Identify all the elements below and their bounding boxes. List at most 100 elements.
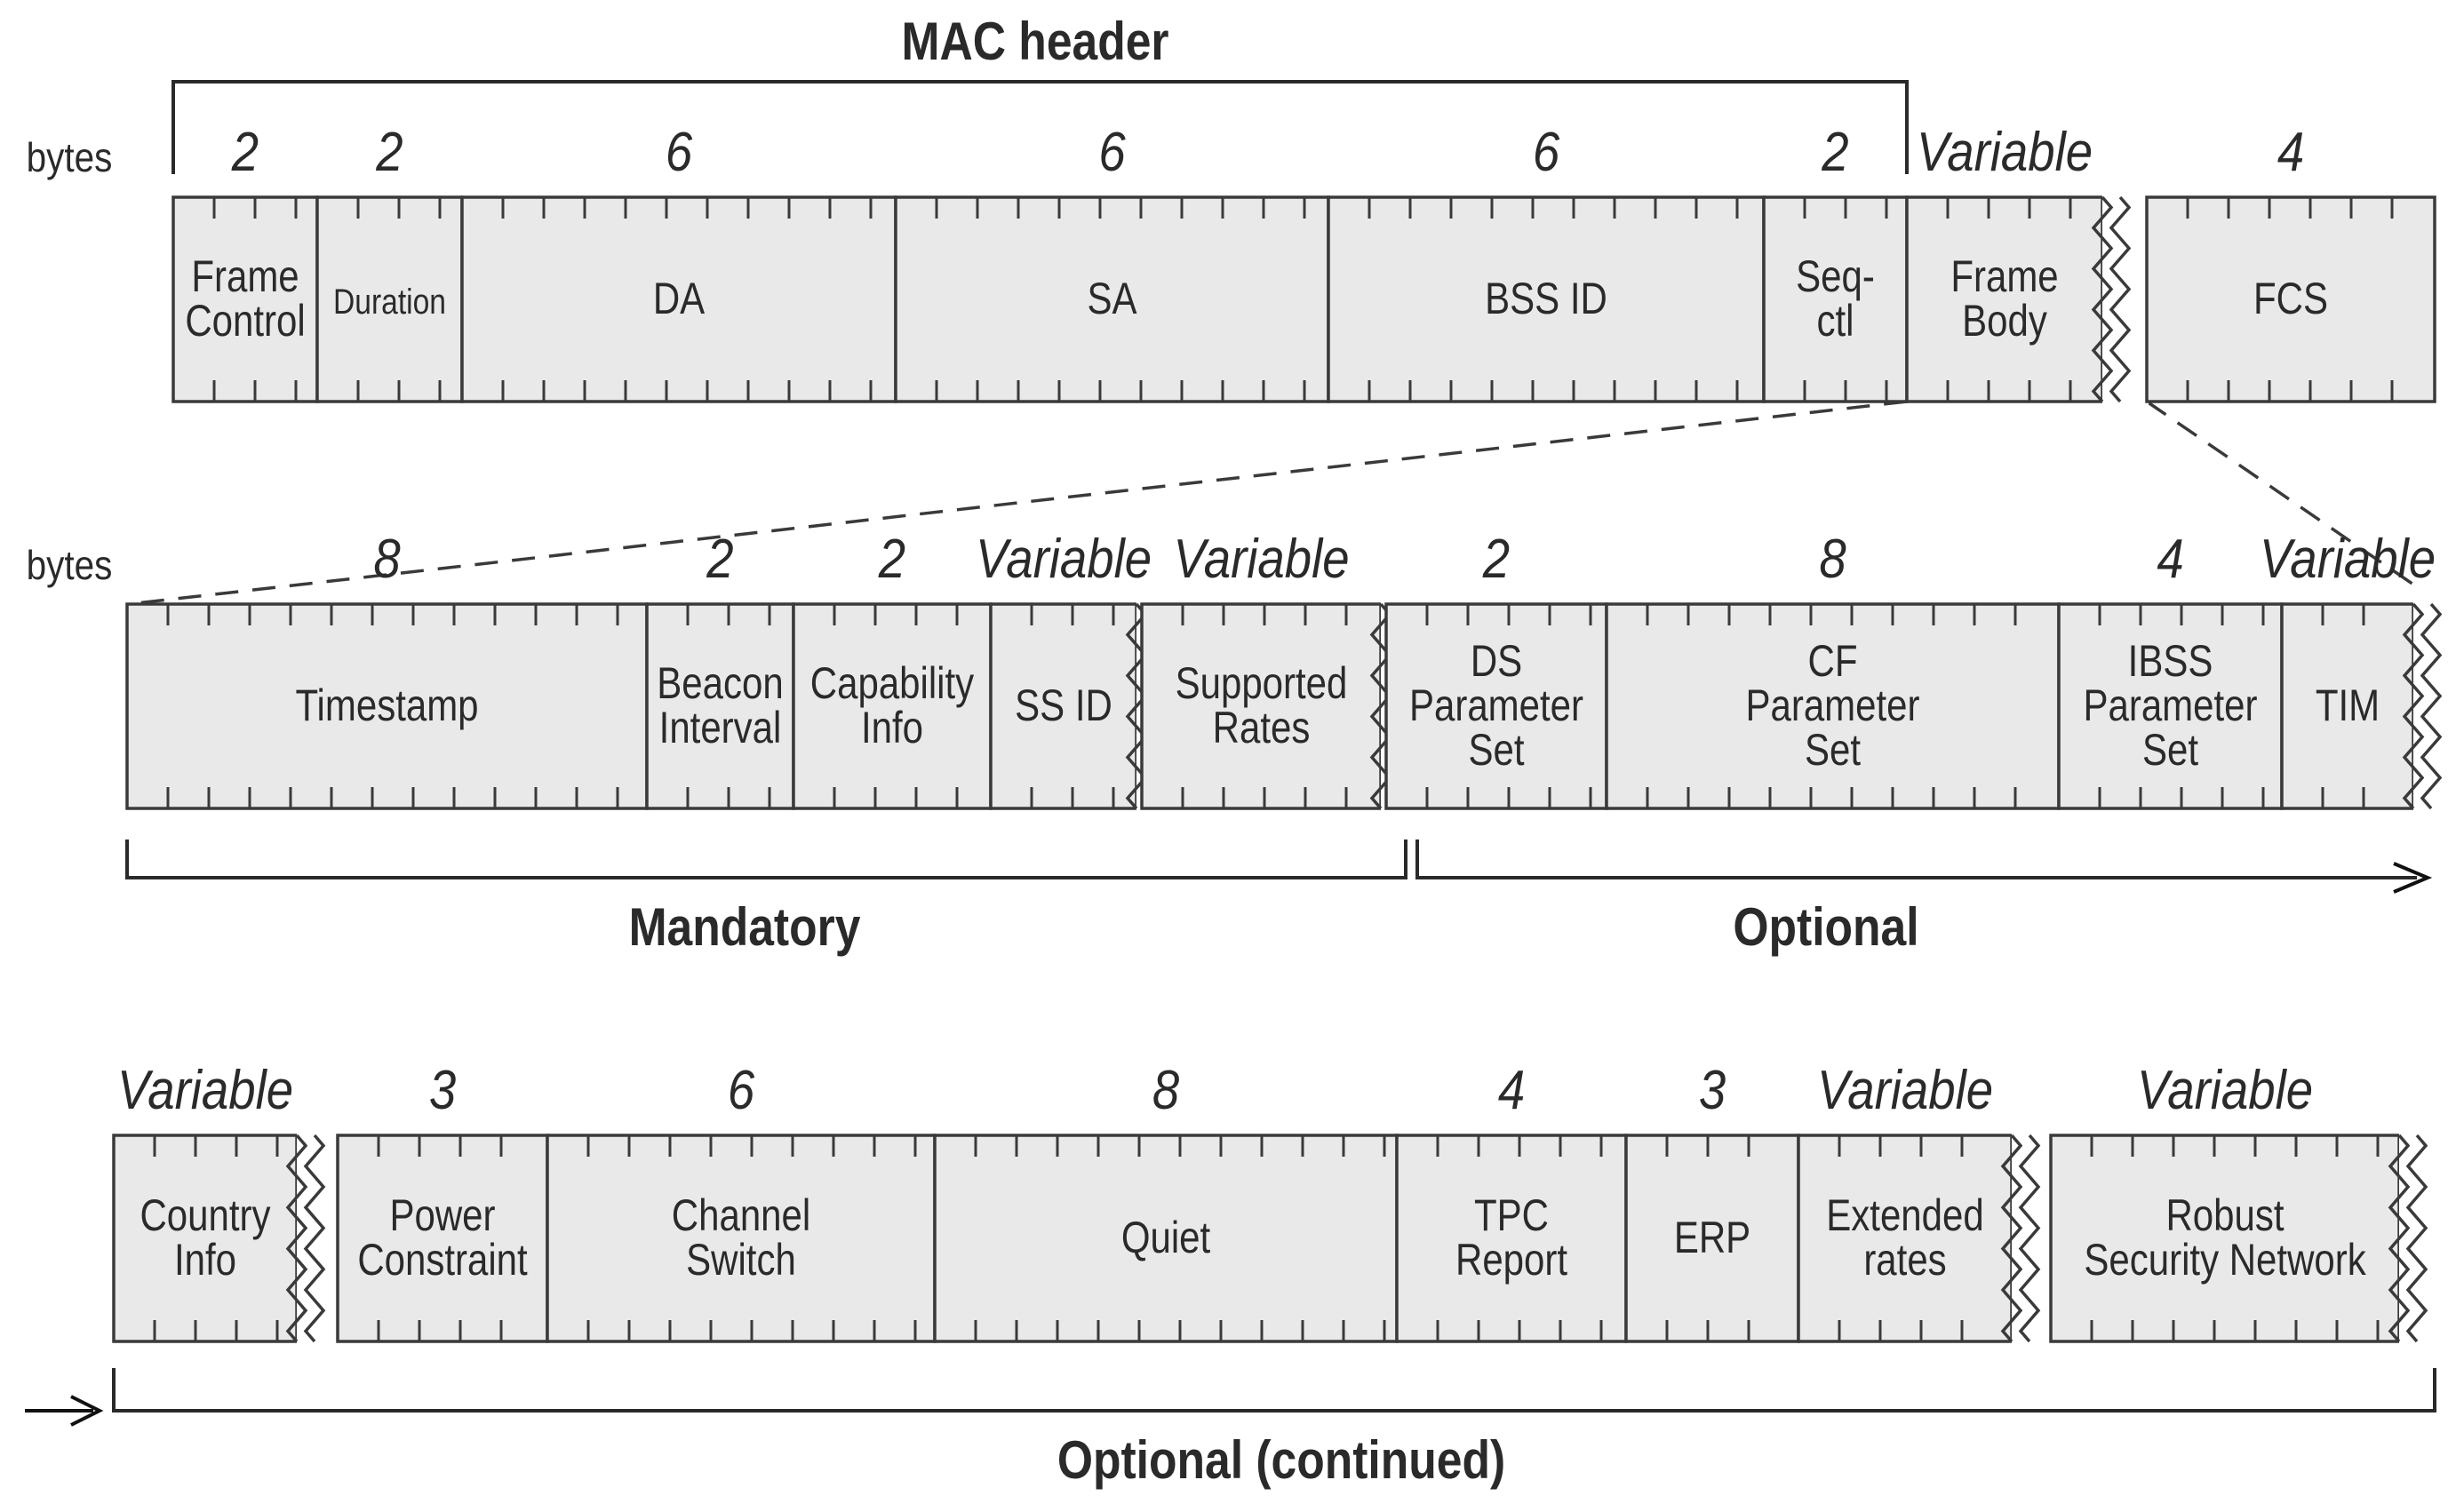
field-label: DS: [1471, 636, 1522, 686]
field-label: Seq-: [1796, 251, 1875, 301]
mac-header-bracket: [171, 80, 1909, 174]
field-size: 8: [1819, 529, 1846, 590]
field-break-zigzag: [2388, 1134, 2411, 1343]
field-label: Frame: [191, 251, 299, 301]
field-box: [2049, 1134, 2401, 1343]
field-box: [792, 602, 993, 810]
field-box: [112, 1134, 299, 1343]
field-label: Duration: [333, 282, 446, 321]
field-box: [1384, 602, 1608, 810]
field-size: 2: [375, 122, 403, 183]
field-label: Set: [2142, 725, 2198, 775]
field-size: Variable: [1173, 529, 1349, 590]
field-label: Parameter: [2083, 680, 2257, 730]
frame-body-expansion-right: [2146, 400, 2420, 590]
field-label: Robust: [2165, 1190, 2284, 1240]
field-label: Beacon: [657, 658, 783, 708]
field-label: Constraint: [357, 1235, 528, 1285]
field-label: Parameter: [1745, 680, 1919, 730]
field-label: Interval: [659, 703, 782, 752]
field-box: [1140, 602, 1383, 810]
field-size: 2: [1821, 122, 1848, 183]
field-size: 8: [1152, 1060, 1180, 1121]
field-label: Capability: [810, 658, 974, 708]
field-size: 2: [1482, 529, 1510, 590]
field-box: [315, 195, 464, 403]
field-size: Variable: [1817, 1060, 1993, 1121]
field-size: 3: [1699, 1060, 1726, 1121]
field-box: [460, 195, 897, 403]
field-label: Channel: [672, 1190, 810, 1240]
field-size: 6: [666, 122, 693, 183]
field-break-zigzag: [285, 1134, 308, 1343]
optional-bracket: [1415, 840, 2417, 879]
field-size: Variable: [976, 529, 1152, 590]
optional-arrowhead: [2393, 862, 2433, 894]
mandatory-bracket: [125, 840, 1407, 879]
field-label: CF: [1808, 636, 1858, 686]
field-break-zigzag: [2405, 1134, 2428, 1343]
field-label: Quiet: [1121, 1213, 1211, 1262]
field-box: [336, 1134, 549, 1343]
field-label: ERP: [1674, 1213, 1750, 1262]
field-label: SA: [1088, 274, 1137, 323]
field-box: [1762, 195, 1909, 403]
field-1-3: 6DA: [460, 122, 897, 403]
field-label: SS ID: [1015, 680, 1112, 730]
field-label: Supported: [1176, 658, 1348, 708]
field-label: Security Network: [2084, 1235, 2366, 1285]
field-box: [125, 602, 649, 810]
field-label: TIM: [2316, 680, 2380, 730]
field-break-zigzag: [2402, 602, 2425, 810]
field-label: Country: [140, 1190, 270, 1240]
field-size: 3: [429, 1060, 456, 1121]
field-break-zigzag: [2000, 1134, 2023, 1343]
field-label: Switch: [686, 1235, 796, 1285]
field-label: Timestamp: [295, 680, 478, 730]
field-size: 2: [706, 529, 733, 590]
field-size: 8: [373, 529, 401, 590]
field-break-zigzag: [2018, 1134, 2041, 1343]
field-size: 4: [2157, 529, 2183, 590]
field-label: Set: [1805, 725, 1861, 775]
field-box: [894, 195, 1330, 403]
field-size: 6: [1098, 122, 1126, 183]
field-label: ctl: [1817, 296, 1854, 346]
field-box: [989, 602, 1138, 810]
field-break-zigzag: [2091, 195, 2114, 403]
field-label: Extended: [1826, 1190, 1983, 1240]
field-size: Variable: [2137, 1060, 2313, 1121]
field-label: BSS ID: [1485, 274, 1607, 323]
field-box: [645, 602, 795, 810]
field-size: 4: [2277, 122, 2304, 183]
field-size: 4: [1498, 1060, 1525, 1121]
field-label: FCS: [2253, 274, 2328, 323]
field-break-zigzag: [303, 1134, 326, 1343]
field-box: [1395, 1134, 1628, 1343]
optional-continued-bracket: [112, 1368, 2436, 1413]
field-label: Parameter: [1409, 680, 1583, 730]
field-box: [2057, 602, 2284, 810]
field-label: Power: [389, 1190, 495, 1240]
field-box: [1797, 1134, 2013, 1343]
mandatory-label: Mandatory: [629, 896, 861, 957]
row2-bytes-label: bytes: [27, 544, 113, 589]
